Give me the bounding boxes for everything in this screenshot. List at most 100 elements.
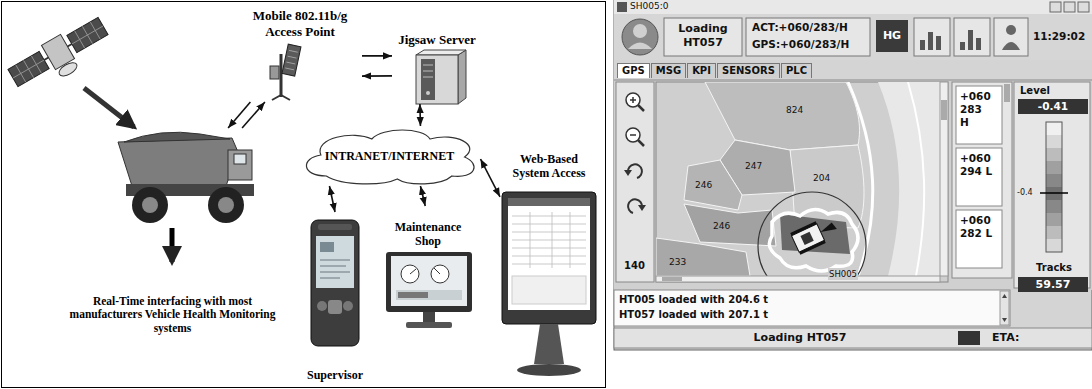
pda-device xyxy=(320,242,334,252)
screenshot-window xyxy=(954,18,990,56)
screenshot-window xyxy=(614,14,1092,60)
web-monitor xyxy=(502,192,596,324)
status-bar xyxy=(614,328,1092,348)
haul-truck xyxy=(208,187,244,223)
mine-map xyxy=(656,82,948,282)
message-area xyxy=(1002,294,1007,322)
mine-map xyxy=(769,209,858,271)
server-tower xyxy=(458,50,466,104)
position-list xyxy=(956,86,1002,144)
map-toolbar xyxy=(630,97,636,103)
map-toolbar xyxy=(638,105,644,111)
pda-device xyxy=(318,224,352,230)
access-point-tower xyxy=(280,54,283,97)
mine-map xyxy=(941,100,947,120)
network-cloud: INTRANET/INTERNET xyxy=(299,126,481,186)
signal-arrow xyxy=(84,88,134,127)
level-gauge xyxy=(1046,161,1062,174)
node-label: Mobile 802.11b/g Access Point xyxy=(241,8,359,39)
mine-map xyxy=(800,232,813,245)
server-tower xyxy=(416,55,458,104)
bench-number: 824 xyxy=(785,104,804,117)
zoom-level: 140 xyxy=(624,260,645,272)
web-monitor xyxy=(512,212,586,268)
status-bar xyxy=(614,328,1092,348)
screenshot-window xyxy=(614,60,1092,81)
pda-device xyxy=(311,220,359,346)
actual-position: ACT:+060/283/H xyxy=(752,21,848,34)
level-gauge xyxy=(1046,213,1062,226)
maintenance-monitor xyxy=(434,268,440,274)
web-monitor xyxy=(534,324,564,364)
screenshot-window xyxy=(628,43,652,50)
mine-map xyxy=(790,214,840,254)
tab: GPS xyxy=(617,63,650,78)
screenshot-window xyxy=(914,18,950,56)
connector-arrow xyxy=(362,75,392,77)
screenshot-window xyxy=(1064,2,1075,12)
supervisor-device: Supervisor xyxy=(300,212,370,384)
web-monitor xyxy=(508,198,590,310)
bench-number: 233 xyxy=(668,256,687,269)
node-label: Jigsaw Server xyxy=(398,32,476,48)
position-list xyxy=(956,210,1002,268)
mine-map xyxy=(705,82,860,150)
diagram-frame xyxy=(2,2,606,388)
screenshot-window xyxy=(994,18,1028,56)
maintenance-monitor xyxy=(396,290,462,300)
screenshot-window xyxy=(920,32,941,50)
map-toolbar xyxy=(638,140,644,146)
map-toolbar xyxy=(626,128,640,142)
gauge-readout: 59.57 xyxy=(1018,277,1088,292)
map-toolbar xyxy=(616,82,654,282)
maintenance-shop: Maintenance Shop xyxy=(382,206,474,340)
access-point-label: Mobile 802.11b/g Access Point xyxy=(238,6,362,102)
position-entry: +060 294 L xyxy=(960,152,994,178)
mine-map xyxy=(819,222,837,236)
position-list xyxy=(952,82,1012,278)
mode-indicator: HG xyxy=(878,29,906,42)
screenshot-window xyxy=(614,0,1092,350)
mine-map xyxy=(878,82,940,276)
message-line: HT057 loaded with 207.1 t xyxy=(619,309,768,321)
message-area xyxy=(614,290,1010,326)
level-gauge xyxy=(1040,192,1068,194)
pda-device xyxy=(316,236,354,288)
level-gauge xyxy=(1046,148,1062,161)
map-toolbar xyxy=(624,170,632,176)
status-text: Loading HT057 xyxy=(700,331,900,344)
pda-device xyxy=(343,301,353,311)
screenshot-window xyxy=(614,80,1092,81)
window-title: SH005:0 xyxy=(630,1,668,12)
satellite-icon xyxy=(67,17,108,52)
satellite-icon xyxy=(57,60,79,79)
haul-truck xyxy=(234,154,246,164)
interface-arrow xyxy=(170,228,175,262)
web-monitor xyxy=(508,198,590,206)
bench-number: 204 xyxy=(812,172,831,185)
eta-field: ETA: xyxy=(992,331,1019,344)
mine-map xyxy=(684,160,742,210)
pda-device xyxy=(320,260,350,278)
screenshot-window xyxy=(876,20,908,52)
mine-map xyxy=(780,214,850,254)
maintenance-monitor xyxy=(391,256,467,306)
tab: PLC xyxy=(781,63,812,78)
screenshot-window xyxy=(664,18,742,56)
screenshot-window xyxy=(622,19,658,55)
haul-truck xyxy=(118,138,238,186)
map-toolbar xyxy=(616,82,654,282)
screenshot-window xyxy=(1006,25,1016,35)
position-list xyxy=(952,82,1012,278)
access-point-tower xyxy=(285,50,298,69)
satellite-icon xyxy=(67,17,108,52)
connector-arrow xyxy=(481,159,501,197)
maintenance-monitor xyxy=(398,292,428,298)
pda-device xyxy=(311,220,359,346)
level-gauge xyxy=(1046,226,1062,239)
position-entry: +060 283 H xyxy=(960,90,994,129)
clock-readout: 11:29:02 xyxy=(1033,30,1085,43)
level-gauge xyxy=(1014,82,1090,288)
message-area xyxy=(614,290,1010,326)
mine-map xyxy=(656,82,948,300)
